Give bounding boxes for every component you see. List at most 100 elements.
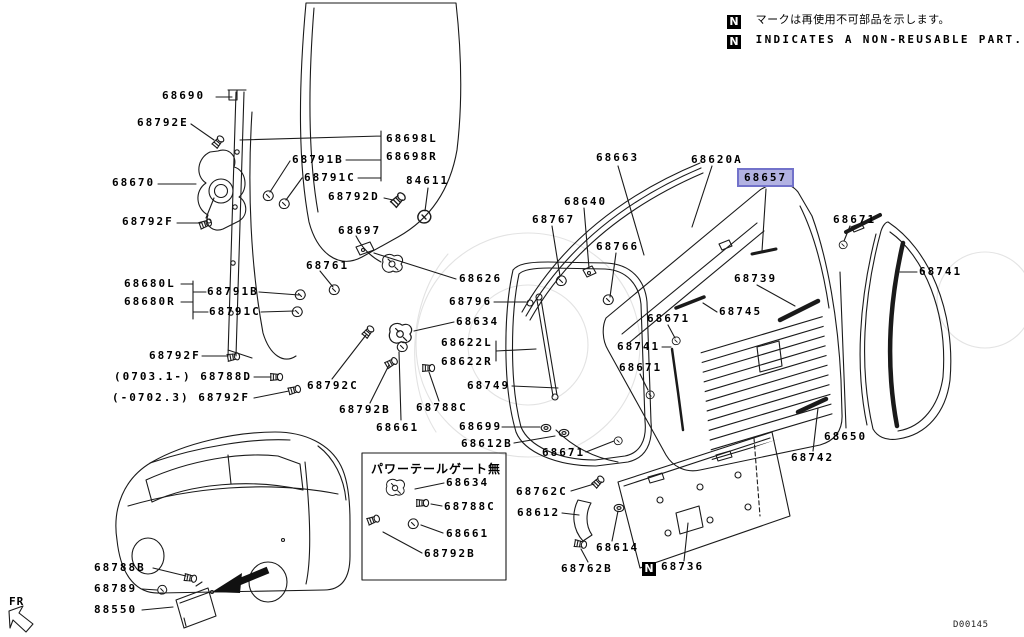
grommet-icon <box>540 423 552 433</box>
part-label-88550[interactable]: 88550 <box>94 603 138 616</box>
latch-icon <box>385 478 406 496</box>
clip-icon <box>291 306 303 318</box>
part-label-68742[interactable]: 68742 <box>791 451 835 464</box>
non-reusable-icon: N <box>727 15 741 29</box>
part-label-68792f[interactable]: 68792F <box>122 215 174 228</box>
part-label-68699[interactable]: 68699 <box>459 420 503 433</box>
part-label-68690[interactable]: 68690 <box>162 89 206 102</box>
grommet-icon <box>613 503 625 513</box>
part-label-68749[interactable]: 68749 <box>467 379 511 392</box>
part-label-68791b[interactable]: 68791B <box>292 153 344 166</box>
screw-icon <box>269 372 284 382</box>
screw-icon <box>183 572 198 584</box>
tailgate-door <box>582 182 843 472</box>
part-label-68622l[interactable]: 68622L <box>441 336 493 349</box>
part-label-68788d[interactable]: (0703.1-) 68788D <box>114 370 252 383</box>
part-label-68663[interactable]: 68663 <box>596 151 640 164</box>
pointer-arrow <box>212 566 270 593</box>
part-label-68626[interactable]: 68626 <box>459 272 503 285</box>
part-label-68671-2[interactable]: 68671 <box>833 213 877 226</box>
bolt-icon <box>226 351 241 363</box>
part-label-68791c[interactable]: 68791C <box>304 171 356 184</box>
part-label-68762b[interactable]: 68762B <box>561 562 613 575</box>
part-label-68670[interactable]: 68670 <box>112 176 156 189</box>
part-label-68788c-2[interactable]: 68788C <box>444 500 496 513</box>
car-illustration <box>115 431 351 603</box>
clip-icon <box>613 436 623 446</box>
part-label-68788b[interactable]: 68788B <box>94 561 146 574</box>
part-label-68671-3[interactable]: 68671 <box>647 312 691 325</box>
part-label-68789[interactable]: 68789 <box>94 582 138 595</box>
part-label-68762c[interactable]: 68762C <box>516 485 568 498</box>
part-label-68671[interactable]: 68671 <box>542 446 586 459</box>
fr-arrow-icon <box>8 605 34 633</box>
left-door-glass-assembly <box>197 2 462 360</box>
non-reusable-icon: N <box>727 35 741 49</box>
rear-glass <box>844 213 952 440</box>
part-label-68792b[interactable]: 68792B <box>339 403 391 416</box>
lower-inner-panel <box>573 431 791 569</box>
part-label-68792b-2[interactable]: 68792B <box>424 547 476 560</box>
part-label-68791c-2[interactable]: 68791C <box>209 305 261 318</box>
part-label-68698r[interactable]: 68698R <box>386 150 438 163</box>
part-label-68680l[interactable]: 68680L <box>124 277 176 290</box>
part-label-68739[interactable]: 68739 <box>734 272 778 285</box>
part-label-68792f-3[interactable]: (-0702.3) 68792F <box>112 391 250 404</box>
part-label-68796[interactable]: 68796 <box>449 295 493 308</box>
part-label-68698l[interactable]: 68698L <box>386 132 438 145</box>
bolt-icon <box>211 134 226 150</box>
part-label-68788c[interactable]: 68788C <box>416 401 468 414</box>
sash-guide-strips <box>521 162 704 321</box>
inset-box <box>361 452 507 581</box>
part-label-68661[interactable]: 68661 <box>376 421 420 434</box>
screw-icon <box>573 538 588 550</box>
clip-icon <box>328 284 340 296</box>
part-label-68612[interactable]: 68612 <box>517 506 561 519</box>
part-label-68634[interactable]: 68634 <box>456 315 500 328</box>
legend-line-jp: N マークは再使用不可部品を示します。 <box>727 8 1023 29</box>
part-label-68612b[interactable]: 68612B <box>461 437 513 450</box>
clip-icon <box>278 198 290 210</box>
part-label-68640[interactable]: 68640 <box>564 195 608 208</box>
part-label-68792c[interactable]: 68792C <box>307 379 359 392</box>
part-label-68661-2[interactable]: 68661 <box>446 527 490 540</box>
part-label-68614[interactable]: 68614 <box>596 541 640 554</box>
part-label-68767[interactable]: 68767 <box>532 213 576 226</box>
clip-icon <box>417 209 432 224</box>
part-label-68761[interactable]: 68761 <box>306 259 350 272</box>
part-label-68657-highlighted[interactable]: 68657 <box>737 168 795 187</box>
part-label-68792e[interactable]: 68792E <box>137 116 189 129</box>
bolt-icon <box>383 356 400 370</box>
part-label-68741[interactable]: 68741 <box>919 265 963 278</box>
legend-jp-text: マークは再使用不可部品を示します。 <box>755 13 951 26</box>
legend: N マークは再使用不可部品を示します。 N INDICATES A NON-RE… <box>727 8 1024 49</box>
part-label-68620a[interactable]: 68620A <box>691 153 743 166</box>
part-label-68741-2[interactable]: 68741 <box>617 340 661 353</box>
part-label-68671-4[interactable]: 68671 <box>619 361 663 374</box>
bolt-icon <box>287 384 302 396</box>
part-label-68792d[interactable]: 68792D <box>328 190 380 203</box>
legend-line-en: N INDICATES A NON-REUSABLE PART. <box>727 28 1024 49</box>
clip-icon <box>838 240 848 250</box>
watermark <box>414 232 1024 458</box>
part-label-68766[interactable]: 68766 <box>596 240 640 253</box>
clip-icon <box>262 190 274 202</box>
part-label-84611[interactable]: 84611 <box>406 174 450 187</box>
bolt-icon <box>389 190 408 209</box>
legend-en-text: INDICATES A NON-REUSABLE PART. <box>755 33 1024 46</box>
part-label-68622r[interactable]: 68622R <box>441 355 493 368</box>
part-label-68745[interactable]: 68745 <box>719 305 763 318</box>
part-label-68634-2[interactable]: 68634 <box>446 476 490 489</box>
part-label-68792f-2[interactable]: 68792F <box>149 349 201 362</box>
screw-icon <box>415 498 430 508</box>
part-label-68697[interactable]: 68697 <box>338 224 382 237</box>
drawing-code: D00145 <box>953 620 989 630</box>
grommet-icon <box>558 428 570 438</box>
part-label-68791b-2[interactable]: 68791B <box>207 285 259 298</box>
clip-icon <box>555 275 567 287</box>
fr-direction-label: FR <box>9 595 25 608</box>
part-label-68650[interactable]: 68650 <box>824 430 868 443</box>
part-label-68680r[interactable]: 68680R <box>124 295 176 308</box>
